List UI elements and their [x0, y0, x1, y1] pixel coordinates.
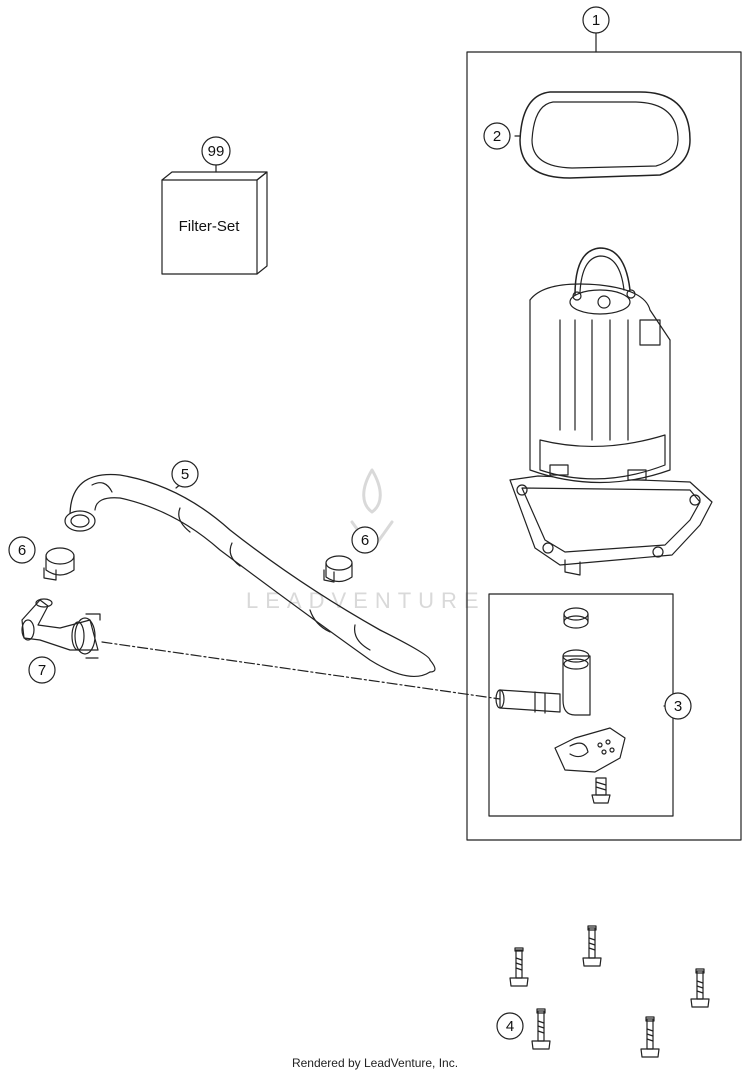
callout-1: 1 — [582, 6, 610, 34]
callout-2-label: 2 — [493, 128, 501, 145]
callout-1-label: 1 — [592, 12, 600, 29]
callout-5: 5 — [171, 460, 199, 488]
callout-7: 7 — [28, 656, 56, 684]
fuel-pump-part — [509, 247, 713, 576]
callout-6-left: 6 — [8, 536, 36, 564]
hose-clamp-left-part — [43, 547, 75, 581]
footer-credit: Rendered by LeadVenture, Inc. — [291, 1056, 459, 1070]
callout-99-label: 99 — [208, 143, 225, 160]
callout-6-right-label: 6 — [361, 532, 369, 549]
connection-dashed-line — [101, 641, 501, 700]
filter-set-label: Filter-Set — [179, 218, 241, 235]
callout-2: 2 — [483, 122, 511, 150]
fuel-pump-frame — [466, 32, 742, 841]
callout-4-label: 4 — [506, 1018, 514, 1035]
callout-99: 99 — [201, 136, 231, 166]
watermark-text: LEADVENTURE — [246, 588, 486, 613]
callout-6-right: 6 — [351, 526, 379, 554]
elbow-connector-part — [21, 598, 101, 659]
callout-6-left-label: 6 — [18, 542, 26, 559]
callout-3: 3 — [664, 692, 692, 720]
callout-5-label: 5 — [181, 466, 189, 483]
gasket-part — [514, 91, 691, 179]
callout-4: 4 — [496, 1012, 524, 1040]
bolt-part — [509, 925, 710, 1058]
callout-7-label: 7 — [38, 662, 46, 679]
fuel-hose-part — [64, 473, 436, 678]
connector-kit-part — [495, 607, 626, 804]
filter-set-box: Filter-Set — [161, 171, 268, 275]
hose-clamp-right-part — [323, 555, 353, 583]
callout-3-label: 3 — [674, 698, 682, 715]
